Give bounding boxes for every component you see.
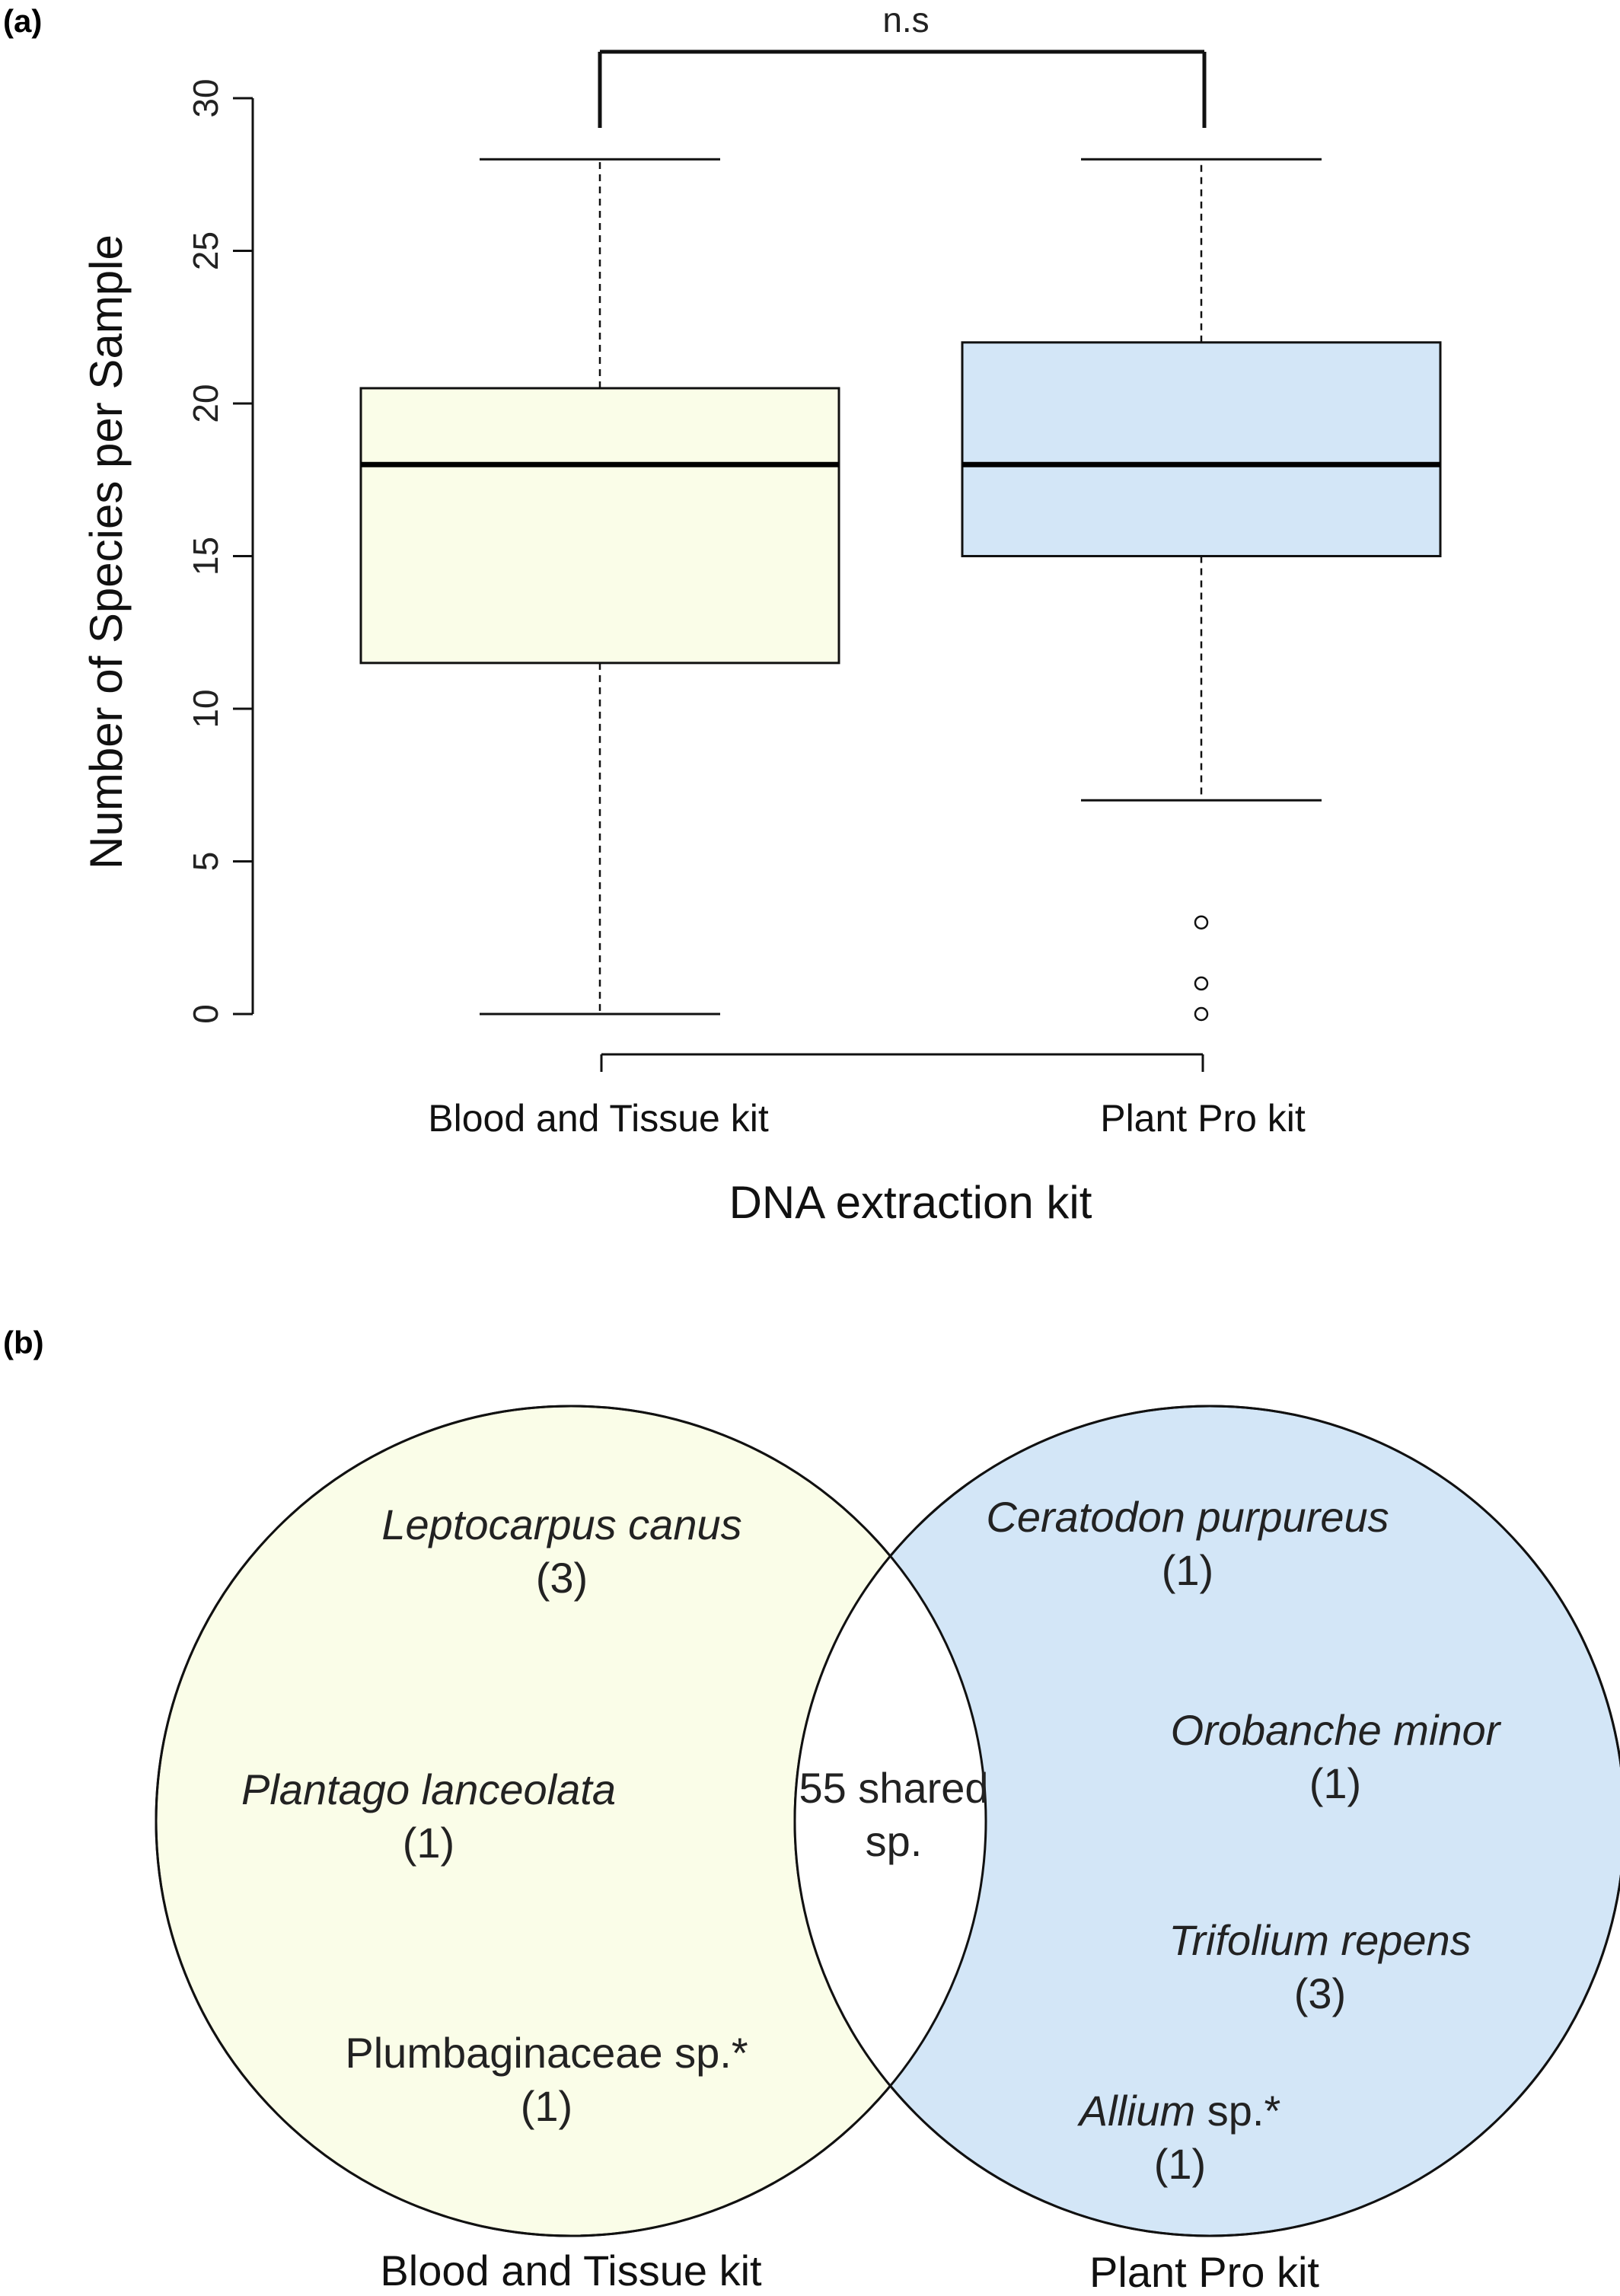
x-tick-label-plant-pro: Plant Pro kit bbox=[1100, 1097, 1306, 1140]
venn-item-ceratodon-name: Ceratodon purpureus bbox=[986, 1493, 1389, 1541]
venn-item-orobanche-name: Orobanche minor bbox=[1171, 1706, 1502, 1754]
venn-item-trifolium-name: Trifolium repens bbox=[1169, 1916, 1471, 1964]
venn-item-trifolium-count: (3) bbox=[1294, 1969, 1346, 2017]
venn-figure: (b) Leptocarpus canus (3) Plantago lance… bbox=[3, 1325, 1620, 2296]
venn-item-ceratodon-count: (1) bbox=[1162, 1546, 1213, 1594]
panel-label-a: (a) bbox=[3, 3, 42, 39]
outlier-point bbox=[1194, 976, 1209, 991]
x-axis bbox=[600, 1053, 1204, 1072]
venn-item-plantago-name: Plantago lanceolata bbox=[241, 1765, 616, 1813]
venn-item-leptocarpus-count: (3) bbox=[536, 1554, 588, 1602]
venn-item-allium-genus: Allium bbox=[1077, 2087, 1195, 2135]
venn-item-plumbaginaceae-name: Plumbaginaceae sp.* bbox=[345, 2029, 748, 2077]
venn-label-plant-pro: Plant Pro kit bbox=[1089, 2248, 1319, 2296]
venn-outline-right bbox=[793, 1405, 1620, 2237]
venn-item-plumbaginaceae-count: (1) bbox=[521, 2082, 572, 2130]
outlier-point bbox=[1194, 1006, 1209, 1022]
venn-item-allium-name: Allium sp.* bbox=[1077, 2087, 1281, 2135]
significance-label: n.s bbox=[882, 0, 929, 40]
y-tick-label: 20 bbox=[186, 384, 225, 423]
venn-item-allium-count: (1) bbox=[1154, 2140, 1206, 2188]
outlier-point bbox=[1194, 915, 1209, 930]
iqr-box bbox=[961, 341, 1442, 557]
venn-item-leptocarpus-name: Leptocarpus canus bbox=[381, 1500, 741, 1548]
y-tick-label: 30 bbox=[186, 78, 225, 117]
y-tick-label: 25 bbox=[186, 231, 225, 270]
x-tick-label-blood-tissue: Blood and Tissue kit bbox=[428, 1097, 769, 1140]
venn-item-allium-rest: sp.* bbox=[1195, 2087, 1280, 2135]
venn-shared-line2: sp. bbox=[866, 1817, 923, 1865]
y-tick-label: 15 bbox=[186, 537, 225, 576]
panel-label-b: (b) bbox=[3, 1325, 44, 1360]
y-ticks: 0 5 10 15 20 25 30 bbox=[186, 78, 253, 1024]
iqr-box bbox=[359, 387, 840, 665]
box-blood-tissue bbox=[359, 158, 840, 1016]
y-tick-label: 10 bbox=[186, 689, 225, 728]
boxplot-figure: (a) n.s 0 5 10 15 20 25 30 Blood and Tissue ki… bbox=[3, 0, 1442, 1228]
venn-outline-left bbox=[155, 1405, 987, 2237]
venn-shared-line1: 55 shared bbox=[799, 1764, 988, 1812]
box-plant-pro bbox=[961, 158, 1442, 1022]
venn-item-orobanche-count: (1) bbox=[1309, 1759, 1361, 1807]
box-series bbox=[359, 158, 1442, 1022]
y-tick-label: 0 bbox=[186, 1004, 225, 1024]
y-axis-title: Number of Species per Sample bbox=[81, 234, 132, 869]
venn-label-blood-tissue: Blood and Tissue kit bbox=[380, 2247, 762, 2294]
significance-bracket: n.s bbox=[598, 0, 1207, 128]
venn-item-plantago-count: (1) bbox=[403, 1819, 454, 1867]
x-axis-title: DNA extraction kit bbox=[729, 1177, 1092, 1228]
y-tick-label: 5 bbox=[186, 852, 225, 872]
